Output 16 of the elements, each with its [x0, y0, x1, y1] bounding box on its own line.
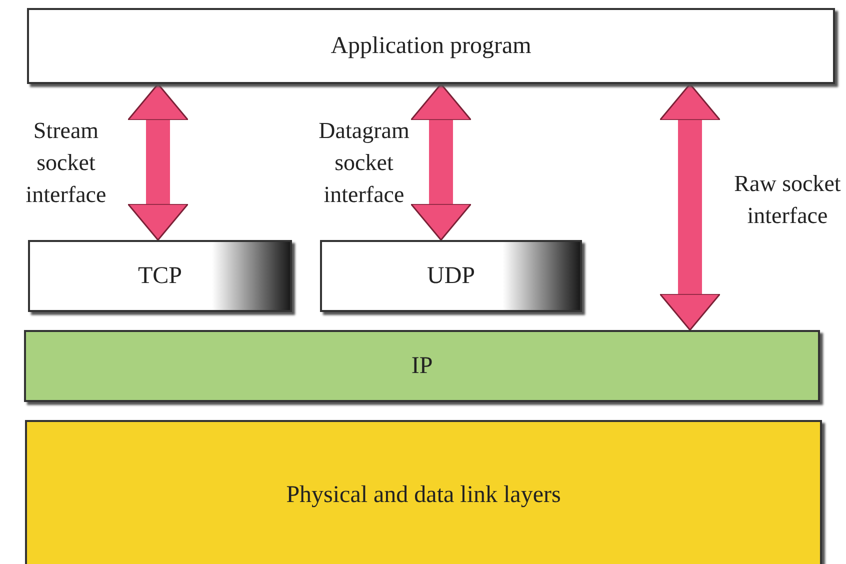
layer-label: Application program	[330, 32, 532, 61]
layer-box	[24, 330, 820, 402]
protocol-box	[28, 240, 292, 312]
double-arrow	[410, 83, 472, 241]
layer-label: TCP	[138, 262, 182, 291]
layer-box	[27, 8, 835, 84]
edge-label: Raw socket interface	[733, 170, 842, 230]
edge-label: Stream socket interface	[24, 117, 108, 209]
protocol-box	[320, 240, 582, 312]
layer-box	[25, 420, 822, 564]
layer-label: IP	[411, 352, 433, 381]
edge-label: Datagram socket interface	[318, 117, 410, 209]
double-arrow	[659, 83, 721, 331]
layer-label: Physical and data link layers	[286, 481, 561, 510]
double-arrow	[127, 83, 189, 241]
layer-label: UDP	[426, 262, 475, 291]
